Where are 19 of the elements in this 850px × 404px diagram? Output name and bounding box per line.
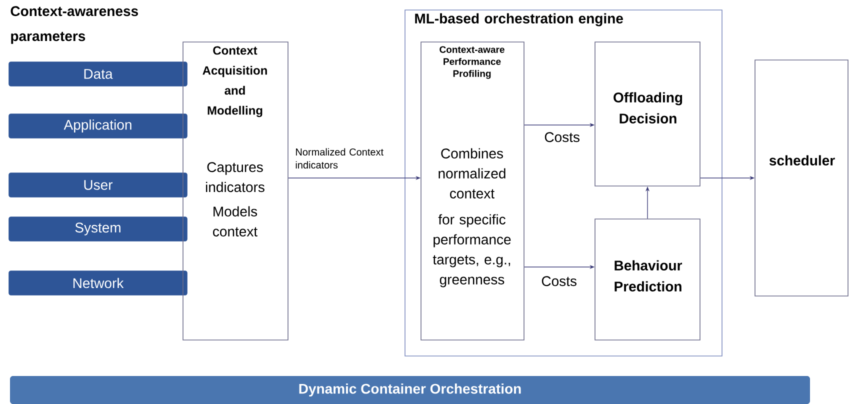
parameter-box: System: [7, 215, 189, 243]
parameter-box: User: [7, 171, 189, 199]
box-title: Offloading Decision: [614, 92, 682, 124]
edge-label: Costs: [542, 276, 576, 286]
edge-label: Normalized Context indicators: [296, 148, 384, 169]
box-title: Behaviour Prediction: [614, 260, 682, 292]
banner-bar: Dynamic Container Orchestration: [10, 376, 810, 404]
box-text: Models context: [213, 206, 258, 236]
parameter-box: Network: [7, 269, 189, 297]
box-text: for specific performance targets, e.g., greenness: [432, 214, 511, 288]
box-title: Context Acquisition and Modelling: [202, 46, 267, 118]
parameter-box: Application: [7, 112, 189, 140]
box-title: ML-based orchestration engine: [415, 13, 623, 26]
edge-label: Costs: [544, 132, 580, 142]
parameter-box: Data: [7, 60, 189, 88]
box-title: scheduler: [769, 155, 835, 166]
box-text: Captures indicators: [206, 162, 264, 192]
heading: Context-awareness parameters: [10, 6, 138, 44]
box-title: Context-aware Performance Profiling: [440, 46, 504, 79]
